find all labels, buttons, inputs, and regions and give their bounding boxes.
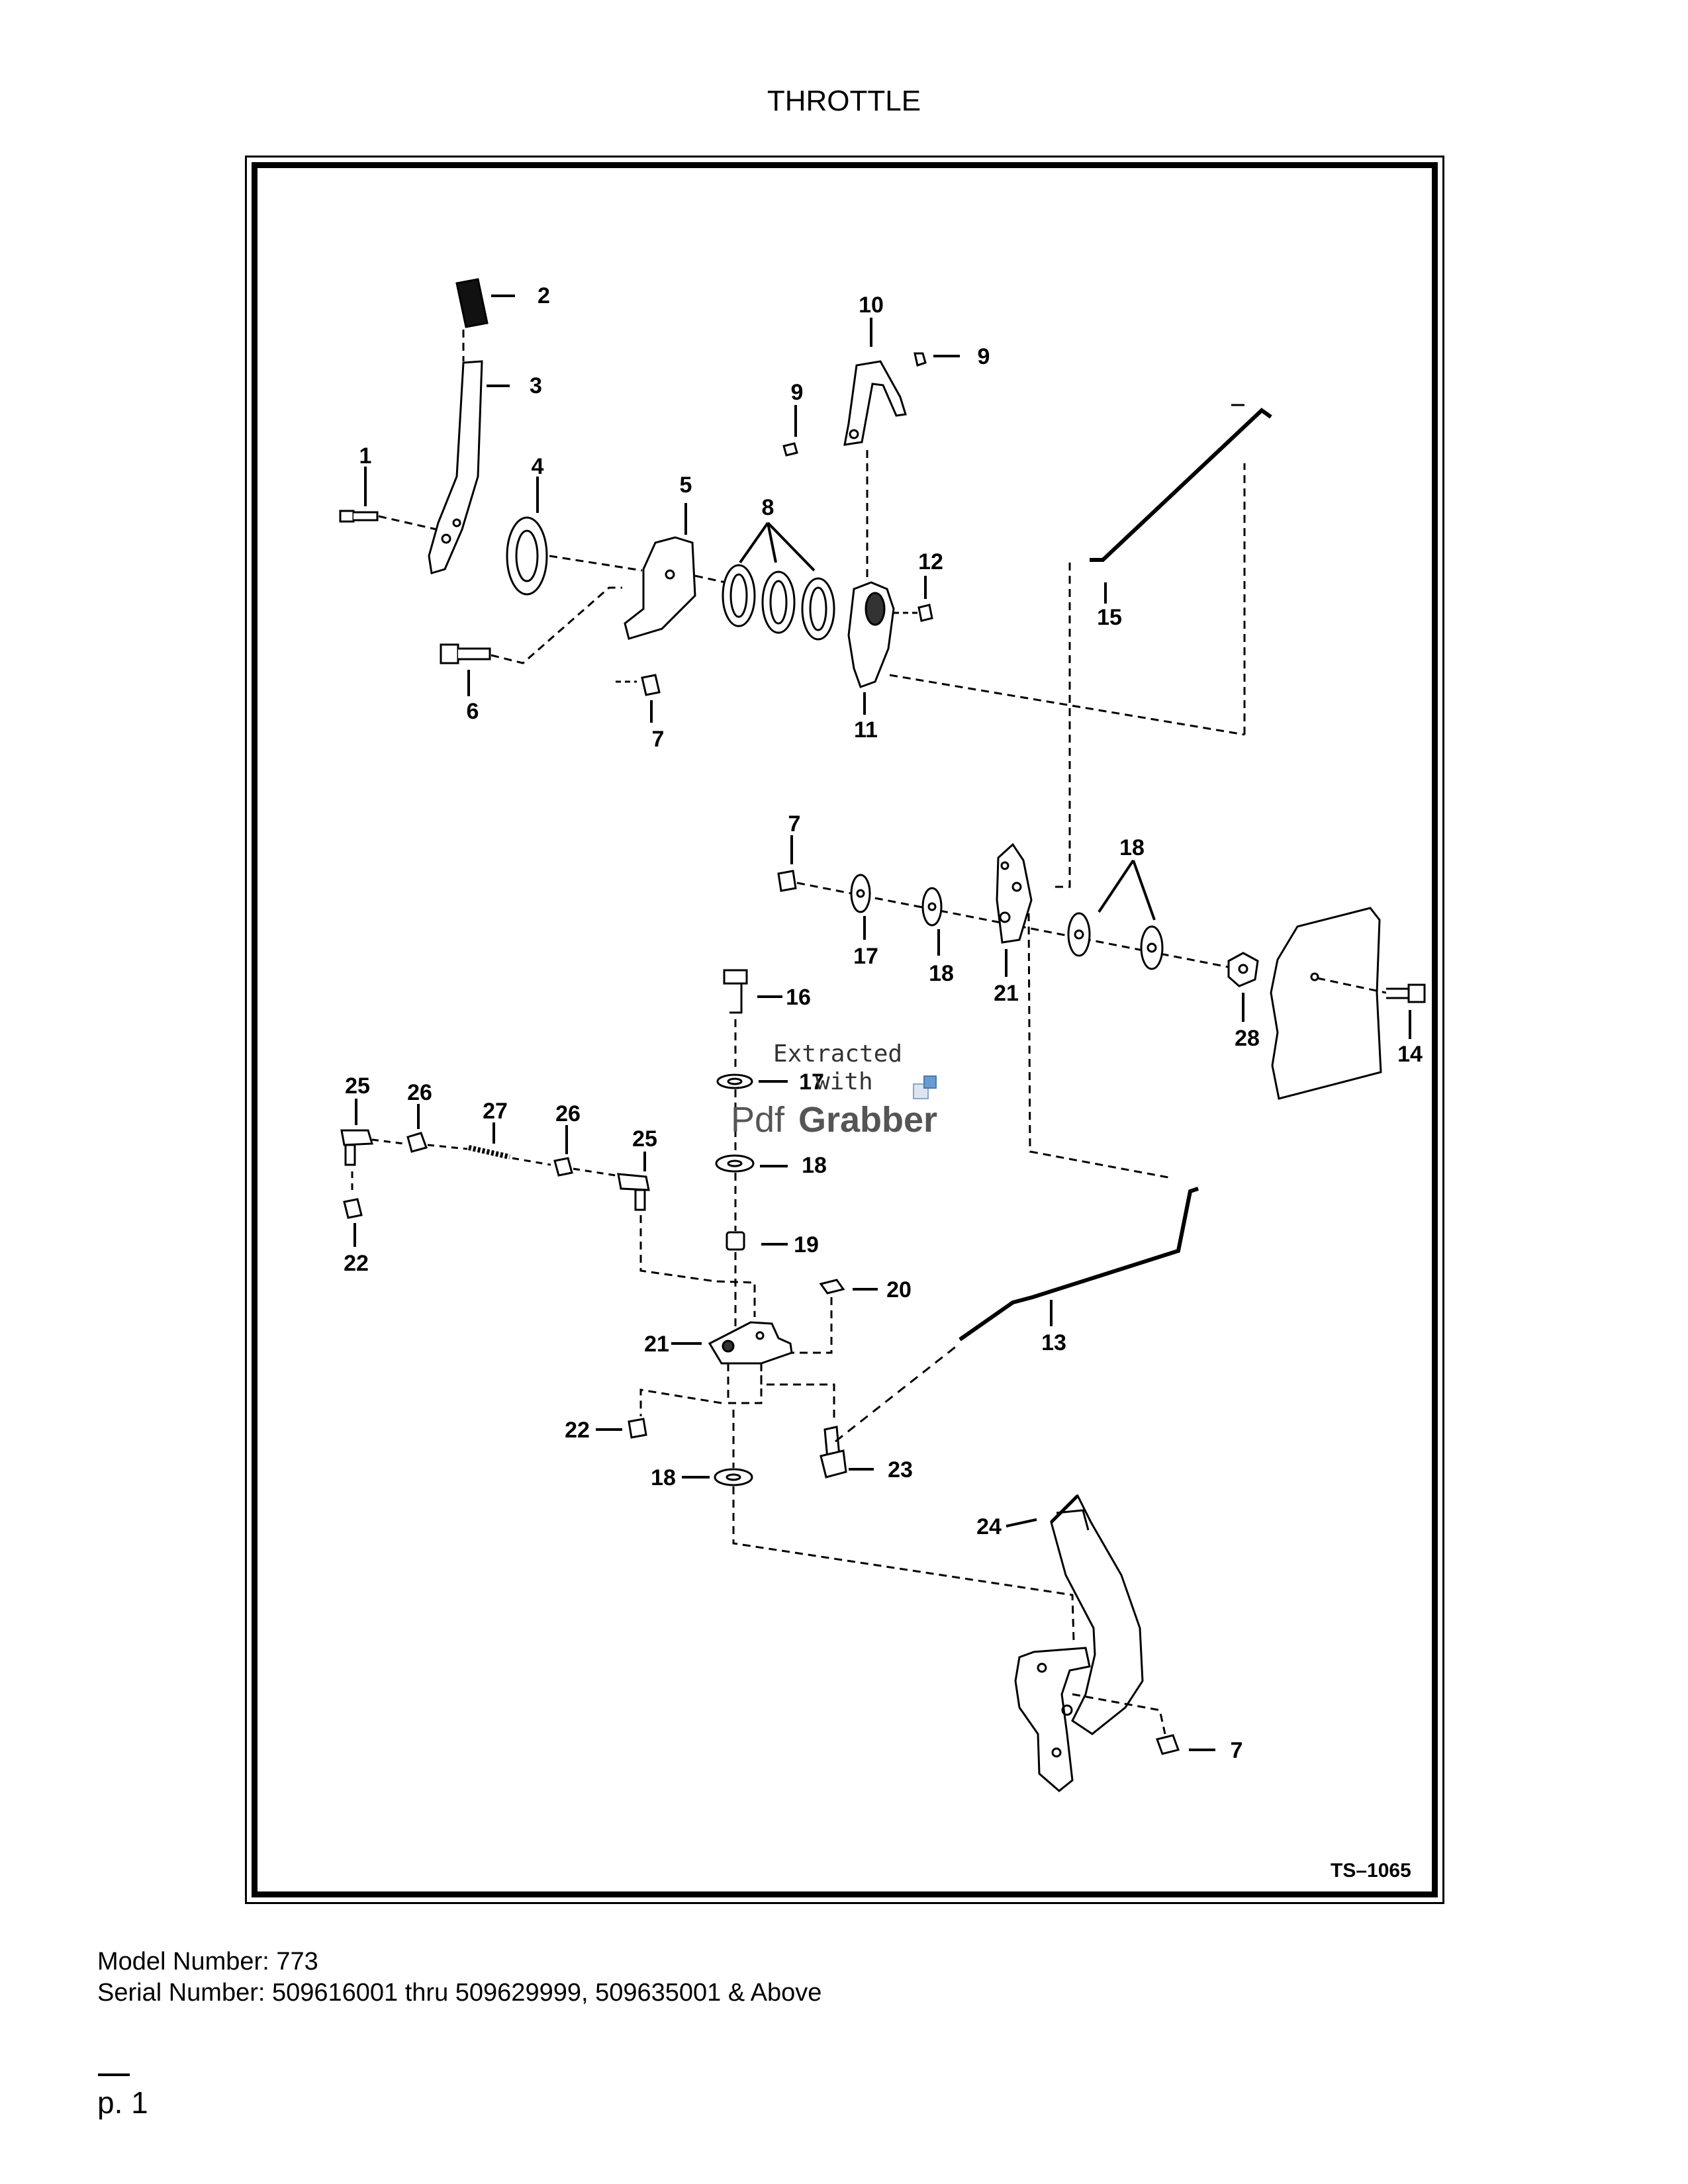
part-17-washer-lower [716,1073,788,1152]
mounting-plate [1270,907,1387,1100]
watermark-line1: Extracted [773,1040,902,1068]
callout-1: 1 [359,443,372,469]
callout-18-lower: 18 [802,1153,827,1178]
callout-7-mid: 7 [788,811,801,837]
part-16-bolt [723,969,782,1072]
callout-27: 27 [483,1099,508,1124]
callout-10: 10 [859,293,884,318]
part-13-rod [835,1187,1199,1443]
part-18-washer-bottom [682,1410,1075,1642]
callout-18-bottom: 18 [651,1465,676,1490]
callout-28: 28 [1235,1026,1260,1051]
part-17-washer-mid [850,874,871,940]
callout-24: 24 [976,1514,1002,1539]
callout-26-right: 26 [555,1101,581,1126]
part-22-nut-left [343,1198,363,1247]
callout-17-lower: 17 [799,1069,824,1095]
callout-12: 12 [918,549,943,574]
part-7-nut-bottom [1156,1734,1215,1755]
callout-18-mid: 18 [929,961,954,986]
part-7-nut-mid [777,835,797,892]
callout-18-right: 18 [1119,835,1145,860]
part-19-spacer [726,1231,788,1330]
part-25-ball-joint-left [340,1099,404,1195]
part-10-bracket [843,318,907,582]
callout-22-left: 22 [344,1251,369,1276]
callout-23: 23 [888,1457,913,1482]
part-21-plate-lower [639,1321,835,1423]
callout-9-right: 9 [978,344,990,369]
pdfgrabber-watermark: Extracted with Pdf Grabber [731,1040,937,1140]
part-3-throttle-lever [428,330,510,574]
part-23-ball-joint [820,1426,874,1479]
part-25-ball-joint-right [617,1152,756,1317]
callout-22-center: 22 [565,1418,590,1443]
callout-25-left: 25 [345,1073,370,1099]
part-5-bracket [624,503,726,640]
callout-21-mid: 21 [994,981,1019,1006]
callout-21-lower: 21 [644,1332,669,1357]
diagram-frame-outer [245,156,1444,1904]
part-21-plate-mid [996,842,1172,1179]
part-27-threaded-rod [468,1122,551,1166]
diagram-code: TS–1065 [1331,1860,1411,1882]
part-18-washer-lower [715,1154,788,1231]
part-14-bolt [1386,983,1426,1039]
watermark-line2: with [816,1068,873,1095]
watermark-brand-grabber: Grabber [798,1100,937,1140]
part-22-nut-center [596,1418,647,1439]
part-28-nut [1227,952,1259,1022]
part-4-washer [506,477,643,596]
part-26-nut-right [553,1125,616,1177]
part-12-nut [894,576,933,622]
part-18-washer-mid [921,887,943,956]
callout-14: 14 [1397,1042,1423,1067]
callout-7-upper: 7 [652,727,665,752]
page-title: THROTTLE [767,85,921,117]
model-number: Model Number: 773 [97,1948,318,1976]
serial-number: Serial Number: 509616001 thru 509629999,… [97,1979,822,2007]
callout-25-right: 25 [632,1126,657,1152]
part-26-nut-left [406,1104,468,1153]
callout-8: 8 [762,495,774,520]
watermark-brand-pdf: Pdf [731,1100,785,1140]
callout-9-left: 9 [791,380,804,405]
part-7-nut-upper [616,674,661,723]
callout-26-left: 26 [407,1080,432,1105]
callout-3: 3 [530,373,542,398]
part-18-washers-right [1067,859,1164,970]
part-2-knob [455,278,515,328]
callout-7-bottom: 7 [1231,1738,1243,1763]
part-24-pedal [1006,1494,1166,1792]
diagram-frame-inner [252,162,1438,1897]
footer-dash [98,2073,130,2076]
callout-11: 11 [854,717,878,743]
callout-2: 2 [538,283,550,308]
callout-6: 6 [467,699,479,724]
callout-16: 16 [786,985,811,1010]
callout-13: 13 [1041,1330,1066,1355]
part-9-setscrews [782,352,960,457]
part-11-pivot [847,581,1245,736]
part-8-washers [722,522,835,641]
callout-5: 5 [680,473,692,498]
callout-20: 20 [886,1277,912,1302]
page-number: p. 1 [97,2085,148,2120]
part-6-bolt [440,586,622,696]
callout-19: 19 [794,1232,819,1257]
part-20-nut [782,1279,878,1354]
part-1-bolt [339,467,438,531]
callout-15: 15 [1097,605,1122,630]
part-15-rod [1053,404,1272,888]
callout-17-mid: 17 [853,944,878,969]
callout-4: 4 [532,454,544,479]
